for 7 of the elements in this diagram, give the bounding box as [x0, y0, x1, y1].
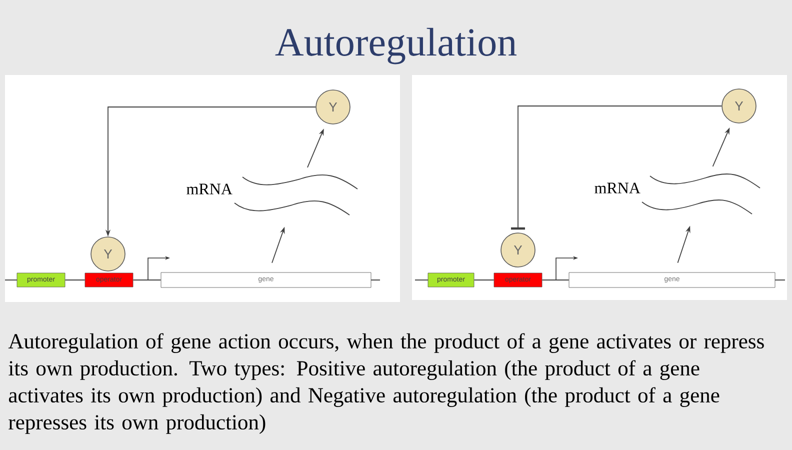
mrna-drawing — [234, 174, 358, 216]
mrna-drawing — [642, 173, 760, 214]
arrow — [511, 106, 722, 230]
title: Autoregulation — [275, 28, 516, 64]
caption: Autoregulation of gene action occurs, when the product of a gene activates or repress its own production. Two types: Positive autoregulation (the product of a gene activates its own production) and Negative autoregulation (the product of a gene represses its own production) — [8, 333, 764, 434]
mrna-label: mRNA — [186, 184, 232, 194]
mrna-label: mRNA — [594, 182, 640, 194]
